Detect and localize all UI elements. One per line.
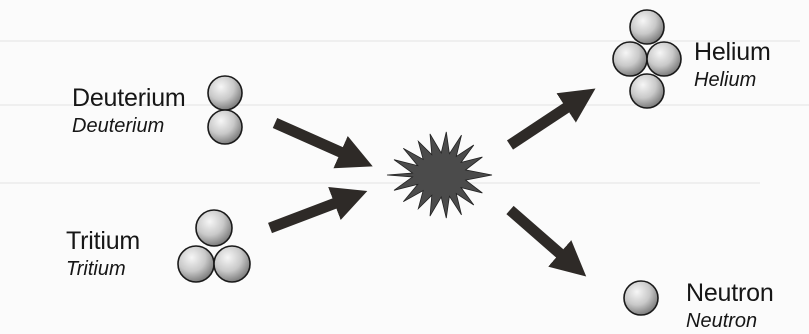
neutron-particle xyxy=(624,281,658,315)
deuterium-label: Deuterium xyxy=(72,84,186,112)
deuterium-neutron xyxy=(208,110,242,144)
tritium-particle xyxy=(196,210,232,246)
helium-label: Helium xyxy=(694,38,771,66)
tritium-nucleus xyxy=(178,210,250,282)
neutron-label: Neutron xyxy=(686,279,774,307)
tritium-particle xyxy=(178,246,214,282)
tritium-label: Tritium xyxy=(66,227,140,255)
tritium-particle xyxy=(214,246,250,282)
deuterium-sublabel: Deuterium xyxy=(72,114,164,138)
helium-sublabel: Helium xyxy=(694,68,756,92)
arrow-burst-to-neutron xyxy=(510,210,565,258)
tritium-sublabel: Tritium xyxy=(66,257,126,281)
arrow-deuterium-to-burst xyxy=(275,123,347,155)
helium-particle xyxy=(630,10,664,44)
helium-particle xyxy=(647,42,681,76)
helium-particle xyxy=(613,42,647,76)
neutron-sublabel: Neutron xyxy=(686,309,757,333)
deuterium-nucleus xyxy=(208,76,242,144)
arrow-burst-to-helium xyxy=(510,104,572,145)
helium-nucleus xyxy=(613,10,681,108)
deuterium-proton xyxy=(208,76,242,110)
arrow-tritium-to-burst xyxy=(270,201,341,228)
helium-particle xyxy=(630,74,664,108)
fusion-burst-icon xyxy=(387,132,492,218)
